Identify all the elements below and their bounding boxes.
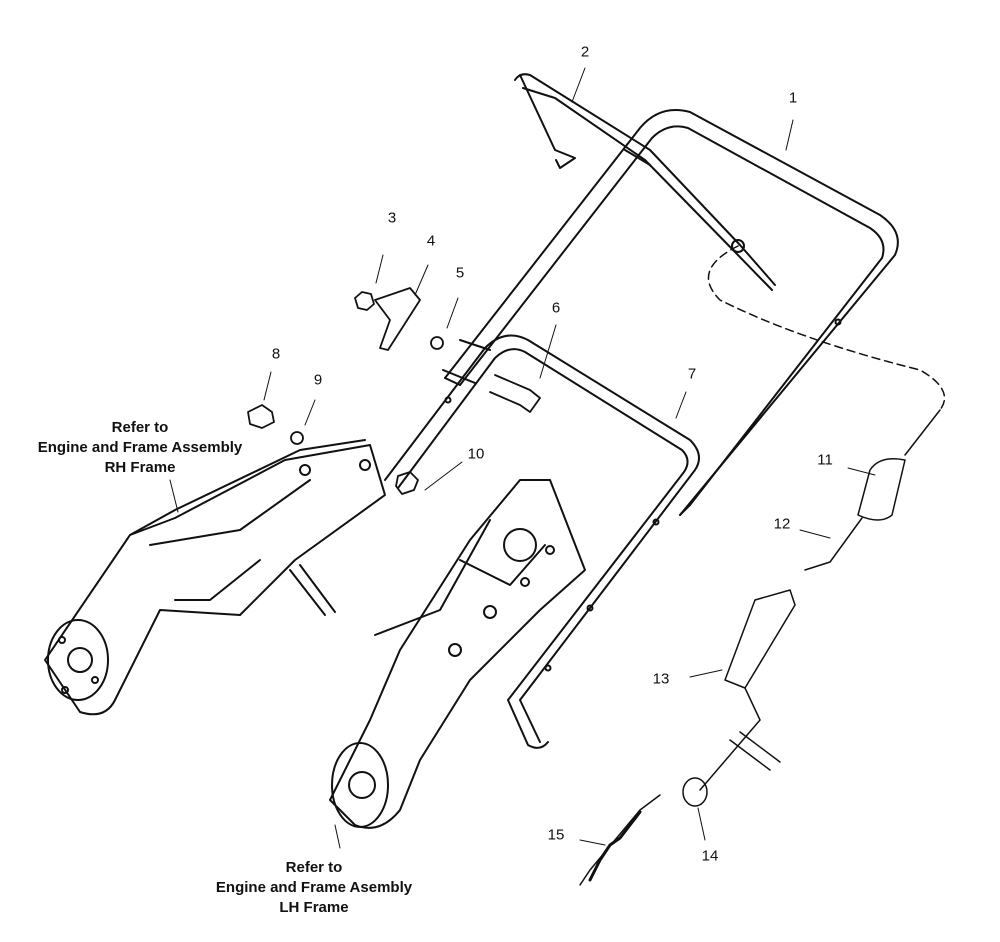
leader-lines [169, 67, 876, 849]
part-number-2: 2 [580, 43, 590, 61]
washer-5 [430, 336, 444, 350]
part-number-8: 8 [271, 345, 281, 363]
bolt-8 [247, 404, 275, 429]
part-number-9: 9 [313, 371, 323, 389]
part-number-10: 10 [467, 445, 485, 463]
hardware [247, 287, 541, 495]
lh-callout-line-1: Refer to [285, 859, 343, 876]
washer-9 [290, 431, 304, 445]
part-number-14: 14 [701, 847, 719, 865]
rh-callout-line-1: Refer to [111, 419, 169, 436]
cable-sleeve-11 [857, 458, 906, 521]
control-cable [579, 245, 946, 886]
lh-frame-callout: Refer to Engine and Frame Asembly LH Fra… [216, 858, 412, 918]
eyelet-14 [682, 777, 708, 807]
lh-callout-line-2: Engine and Frame Asembly [215, 879, 413, 896]
part-number-5: 5 [455, 264, 465, 282]
part-number-6: 6 [551, 299, 561, 317]
carriage-bolt-6 [489, 374, 541, 413]
part-number-12: 12 [773, 515, 791, 533]
lh-callout-line-3: LH Frame [279, 899, 349, 916]
knob-4 [374, 287, 421, 351]
part-number-13: 13 [652, 670, 670, 688]
nut-3 [354, 291, 375, 311]
part-number-11: 11 [817, 451, 833, 469]
upper-handle [442, 109, 899, 612]
rh-callout-line-2: Engine and Frame Assembly [37, 439, 243, 456]
part-number-4: 4 [426, 232, 436, 250]
nut-10 [395, 471, 419, 495]
part-number-15: 15 [547, 826, 565, 844]
part-number-1: 1 [788, 89, 798, 107]
bracket-13 [724, 589, 796, 689]
control-bail [514, 73, 776, 291]
part-number-7: 7 [687, 365, 697, 383]
part-number-3: 3 [387, 209, 397, 227]
rh-frame-callout: Refer to Engine and Frame Assembly RH Fr… [38, 418, 243, 478]
lh-frame [329, 479, 586, 829]
lower-handle [289, 334, 700, 749]
rh-callout-line-3: RH Frame [104, 459, 176, 476]
rh-frame [44, 439, 386, 716]
